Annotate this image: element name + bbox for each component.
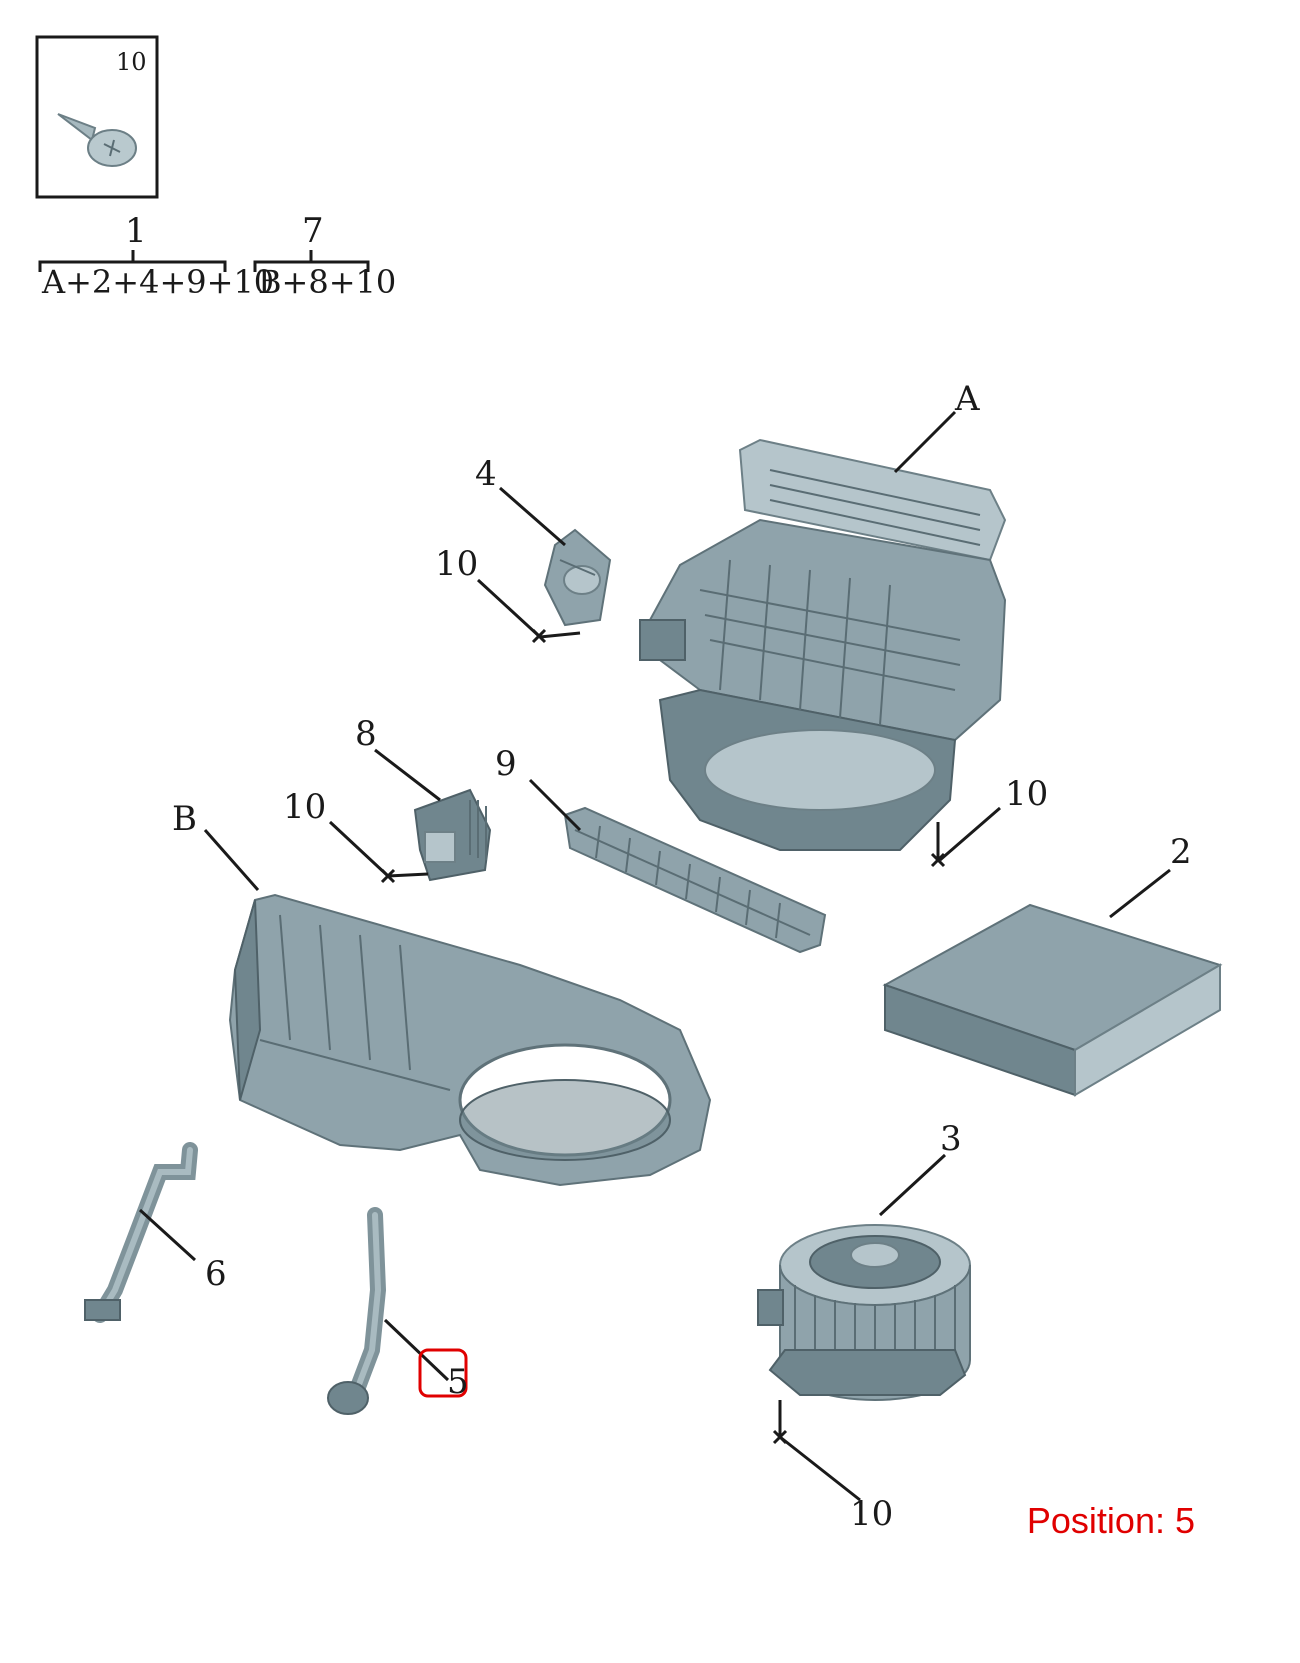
callout-3: 3 <box>940 1119 962 1159</box>
callout-2: 2 <box>1170 832 1192 872</box>
group-1: 1 A+2+4+9+10 <box>38 211 274 301</box>
callout-10-housing: 10 <box>1005 774 1048 814</box>
hose-part-5 <box>327 1207 387 1415</box>
screw-box-label: 10 <box>116 48 147 76</box>
position-indicator: Position: 5 <box>1026 1500 1195 1541</box>
callout-8: 8 <box>355 714 377 754</box>
callout-a: A <box>954 379 980 419</box>
fastener-marks <box>380 628 946 1445</box>
group-7: 7 B+8+10 <box>253 211 396 301</box>
resistor-part-8 <box>413 788 492 882</box>
drain-hose-part-6 <box>84 1142 198 1323</box>
callout-labels: A 4 10 8 10 9 B 10 2 3 6 5 10 <box>172 379 1192 1534</box>
group-1-formula: A+2+4+9+10 <box>41 263 274 301</box>
callout-5: 5 <box>447 1362 469 1402</box>
actuator-part-4 <box>543 528 612 627</box>
callout-9: 9 <box>495 744 517 784</box>
screw-legend-box: 10 <box>35 35 159 199</box>
callout-10-actuator: 10 <box>435 544 478 584</box>
cabin-filter-part-2 <box>882 903 1223 1097</box>
callout-6: 6 <box>205 1254 227 1294</box>
group-7-formula: B+8+10 <box>258 263 396 301</box>
housing-upper-part-a <box>639 438 1007 851</box>
highlight-box <box>418 1348 468 1398</box>
housing-lower-part-b <box>228 893 712 1187</box>
leader-lines <box>138 410 1171 1502</box>
filter-frame-part-9 <box>563 806 827 954</box>
callout-b: B <box>172 799 197 839</box>
callout-10-resistor: 10 <box>283 787 326 827</box>
group-1-number: 1 <box>125 211 147 251</box>
callout-10-motor: 10 <box>850 1494 893 1534</box>
blower-motor-part-3 <box>757 1224 971 1401</box>
callout-4: 4 <box>475 454 497 494</box>
screw-icon <box>57 113 137 167</box>
group-7-number: 7 <box>302 211 324 251</box>
